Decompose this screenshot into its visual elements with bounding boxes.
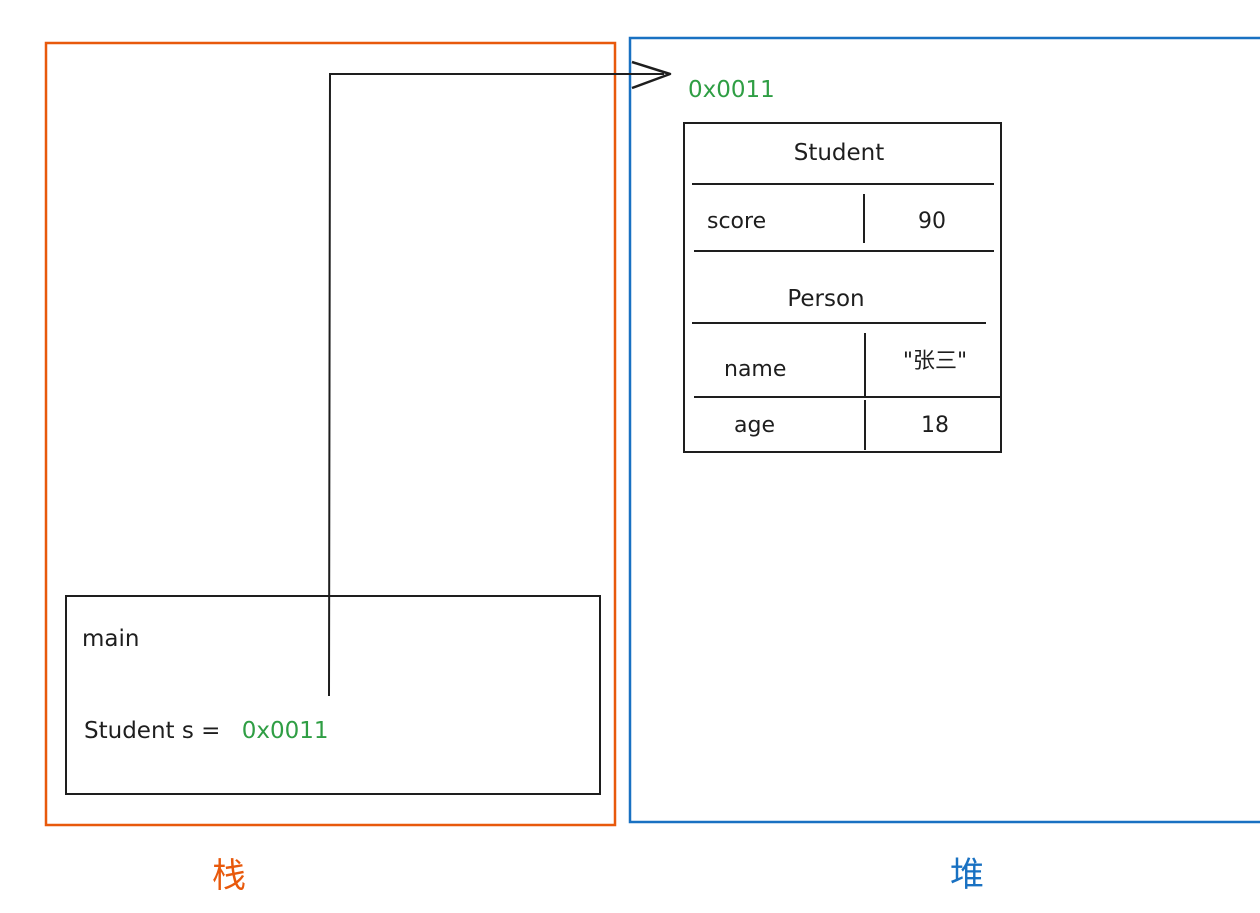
arrow-head (631, 60, 672, 90)
field-name-value: "张三" (903, 349, 967, 374)
heap-label: 堆 (950, 855, 984, 895)
stack-address: 0x0011 (242, 718, 329, 744)
object-outline (683, 122, 1002, 453)
main-frame-title: main (82, 626, 139, 652)
reference-arrow (328, 73, 664, 697)
field-age-name: age (734, 413, 775, 438)
field-name-name: name (724, 357, 786, 382)
student-object: Student score 90 Person name "张三" age 18 (683, 122, 1002, 453)
field-age-value: 18 (921, 413, 949, 438)
person-class-name: Person (787, 286, 864, 312)
stack-region (44, 41, 617, 827)
heap-region (628, 36, 1260, 824)
main-frame-statement: Student s = 0x0011 (84, 718, 329, 744)
stack-label: 栈 (212, 856, 246, 896)
field-score-name: score (707, 209, 766, 234)
field-score-value: 90 (918, 209, 946, 234)
main-frame (65, 595, 601, 795)
student-class-name: Student (794, 140, 885, 166)
statement-text: Student s = (84, 718, 220, 744)
heap-address: 0x0011 (688, 77, 775, 103)
